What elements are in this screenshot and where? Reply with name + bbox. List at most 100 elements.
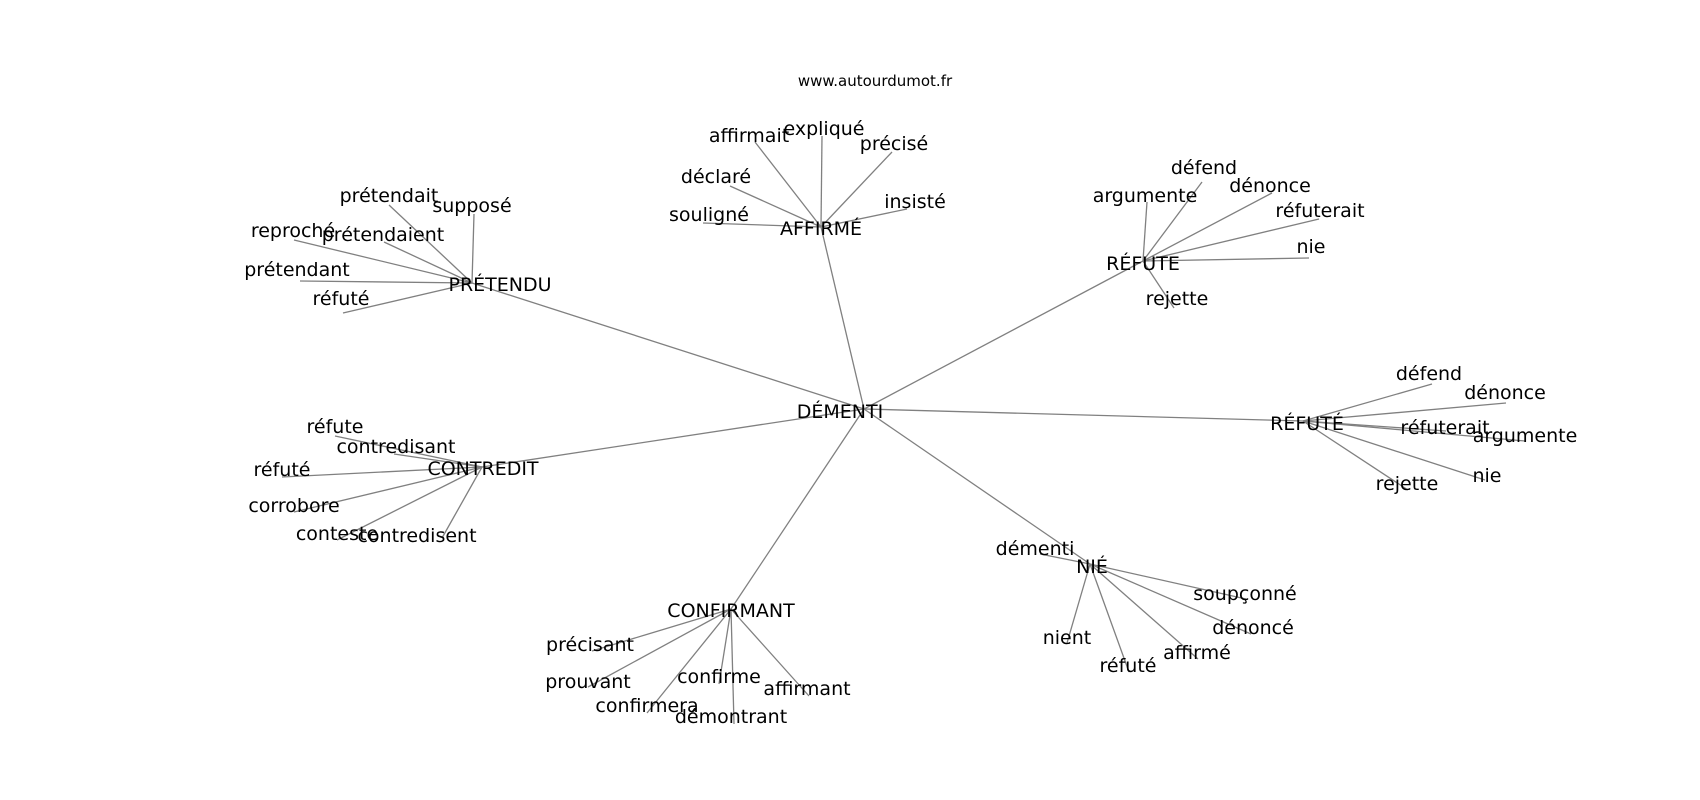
- leaf-node-label: précisé: [860, 133, 928, 155]
- edge-group-to-leaf: [388, 204, 473, 284]
- leaf-node-label: réfuté: [254, 459, 311, 481]
- leaf-node-label: rejette: [1376, 473, 1439, 495]
- edge-group-to-leaf: [820, 208, 908, 228]
- leaf-node-label: prétendant: [244, 259, 350, 281]
- edge-group-to-leaf: [293, 466, 483, 513]
- leaf-node-label: confirmera: [595, 695, 698, 717]
- leaf-node-label: déclaré: [681, 166, 751, 188]
- group-node-label: NIÉ: [1076, 555, 1108, 578]
- leaf-node-label: réfuté: [1100, 655, 1157, 677]
- edge-group-to-leaf: [1089, 563, 1130, 673]
- edge-group-to-leaf: [1142, 260, 1175, 309]
- leaf-node-label: conteste: [296, 523, 378, 545]
- leaf-node-label: dénonce: [1464, 382, 1546, 404]
- edge-group-to-leaf: [1089, 563, 1252, 635]
- group-node-label: CONTREDIT: [427, 458, 538, 480]
- group-node-label: CONFIRMANT: [667, 600, 795, 622]
- edge-group-to-leaf: [1142, 218, 1320, 262]
- edge-group-to-leaf: [1142, 201, 1148, 262]
- edge-group-to-leaf: [1302, 402, 1507, 422]
- edge-group-to-leaf: [1142, 192, 1273, 262]
- group-node-label: PRÉTENDU: [448, 273, 551, 296]
- edge-group-to-leaf: [1302, 383, 1433, 422]
- leaf-node-label: contredisant: [336, 436, 455, 458]
- edge-group-to-leaf: [646, 608, 732, 714]
- leaf-node-label: supposé: [432, 195, 511, 217]
- edge-center-to-group: [863, 260, 1144, 410]
- leaf-node-label: affirmé: [1163, 642, 1231, 664]
- edge-center-to-group: [481, 408, 865, 468]
- edge-group-to-leaf: [591, 608, 732, 652]
- leaf-node-label: démenti: [996, 538, 1075, 560]
- edge-group-to-leaf: [587, 608, 732, 688]
- edge-group-to-leaf: [334, 435, 483, 468]
- leaf-node-label: affirmant: [763, 678, 850, 700]
- edge-group-to-leaf: [1302, 420, 1486, 481]
- edge-center-to-group: [820, 226, 865, 410]
- edge-group-to-leaf: [1066, 563, 1091, 644]
- group-node-label: RÉFUTÉ: [1270, 412, 1344, 435]
- edge-group-to-leaf: [1089, 563, 1199, 660]
- leaf-node-label: rejette: [1146, 288, 1209, 310]
- site-url: www.autourdumot.fr: [798, 72, 953, 90]
- leaf-node-label: réfuterait: [1275, 200, 1364, 222]
- leaf-node-label: dénoncé: [1212, 617, 1294, 639]
- center-node-label: DÉMENTI: [797, 400, 883, 423]
- edge-group-to-leaf: [820, 151, 893, 228]
- leaf-node-label: démontrant: [675, 706, 787, 728]
- leaf-node-label: défend: [1171, 157, 1237, 179]
- leaf-node-label: nient: [1043, 627, 1092, 649]
- edge-group-to-leaf: [471, 213, 475, 284]
- edge-group-to-leaf: [1142, 181, 1203, 262]
- edge-center-to-group: [730, 408, 865, 610]
- edge-group-to-leaf: [702, 222, 822, 228]
- leaf-node-label: nie: [1472, 465, 1501, 487]
- graph-edges: [281, 135, 1526, 725]
- group-node-label: RÉFUTE: [1106, 252, 1180, 275]
- leaf-node-label: dénonce: [1229, 175, 1311, 197]
- leaf-node-label: insisté: [884, 191, 946, 213]
- leaf-node-label: réfuterait: [1400, 417, 1489, 439]
- edge-group-to-leaf: [1039, 553, 1091, 565]
- leaf-node-label: confirme: [677, 666, 761, 688]
- leaf-node-label: prouvant: [545, 671, 631, 693]
- edge-group-to-leaf: [730, 608, 810, 697]
- edge-group-to-leaf: [1089, 563, 1247, 600]
- group-node-label: AFFIRMÉ: [780, 217, 862, 240]
- edge-group-to-leaf: [1302, 420, 1409, 491]
- edge-group-to-leaf: [336, 466, 483, 541]
- leaf-node-label: nie: [1296, 236, 1325, 258]
- leaf-node-label: réfute: [307, 416, 364, 438]
- edge-group-to-leaf: [441, 466, 483, 539]
- edge-group-to-leaf: [383, 241, 473, 284]
- leaf-node-label: expliqué: [783, 118, 864, 140]
- leaf-node-label: souligné: [669, 204, 749, 226]
- edge-group-to-leaf: [729, 185, 822, 228]
- edge-group-to-leaf: [299, 280, 473, 284]
- edge-group-to-leaf: [281, 466, 483, 478]
- leaf-node-label: argumente: [1473, 425, 1578, 447]
- edge-group-to-leaf: [1302, 420, 1526, 442]
- leaf-node-label: précisant: [546, 634, 634, 656]
- edge-group-to-leaf: [820, 135, 823, 228]
- edge-group-to-leaf: [730, 608, 735, 725]
- edge-center-to-group: [863, 408, 1091, 565]
- leaf-node-label: reproché: [251, 220, 335, 242]
- leaf-node-label: affirmait: [709, 125, 789, 147]
- edge-group-to-leaf: [342, 282, 473, 314]
- edge-group-to-leaf: [754, 141, 822, 228]
- leaf-node-label: corrobore: [248, 495, 339, 517]
- leaf-node-label: défend: [1396, 363, 1462, 385]
- edge-center-to-group: [863, 408, 1304, 422]
- leaf-node-label: argumente: [1093, 185, 1198, 207]
- edge-group-to-leaf: [293, 239, 473, 284]
- leaf-node-label: soupçonné: [1193, 583, 1296, 605]
- edge-group-to-leaf: [1142, 257, 1310, 262]
- edge-center-to-group: [471, 282, 865, 410]
- edge-group-to-leaf: [718, 608, 732, 685]
- edge-group-to-leaf: [393, 453, 483, 468]
- leaf-node-label: prétendaient: [322, 224, 445, 246]
- leaf-node-label: contredisent: [357, 525, 476, 547]
